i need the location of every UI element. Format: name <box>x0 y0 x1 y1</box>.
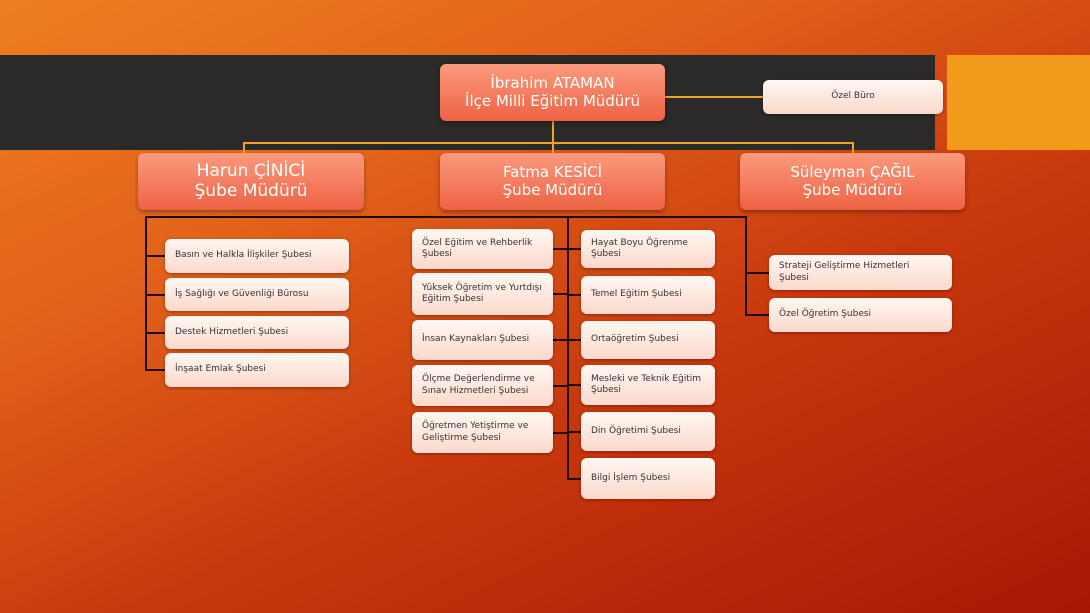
connector <box>145 216 147 371</box>
connector <box>568 384 581 386</box>
manager-title: Şube Müdürü <box>802 180 903 199</box>
connector <box>146 294 165 296</box>
unit-box: İnsan Kaynakları Şubesi <box>412 320 553 360</box>
connector <box>745 216 747 316</box>
connector <box>746 272 769 274</box>
connector <box>746 314 769 316</box>
unit-label: İş Sağlığı ve Güvenliği Bürosu <box>175 288 309 299</box>
unit-label: İnşaat Emlak Şubesi <box>175 364 266 375</box>
unit-box: Destek Hizmetleri Şubesi <box>165 316 349 349</box>
unit-box: Din Öğretimi Şubesi <box>581 412 715 451</box>
manager-box-fatma: Fatma KESİCİ Şube Müdürü <box>440 153 665 210</box>
connector <box>553 385 568 387</box>
unit-box: Strateji Geliştirme Hizmetleri Şubesi <box>769 255 952 290</box>
connector <box>553 432 568 434</box>
unit-box: Mesleki ve Teknik Eğitim Şubesi <box>581 365 715 405</box>
connector <box>243 142 854 144</box>
unit-box: Öğretmen Yetiştirme ve Geliştirme Şubesi <box>412 412 553 453</box>
manager-title: Şube Müdürü <box>194 180 308 201</box>
connector <box>568 294 581 296</box>
connector <box>665 96 763 98</box>
manager-name: Süleyman ÇAĞIL <box>790 163 915 182</box>
connector <box>145 216 747 218</box>
unit-label: Hayat Boyu Öğrenme Şubesi <box>591 237 688 259</box>
unit-label: Yüksek Öğretim ve Yurtdışı Eğitim Şubesi <box>422 282 542 304</box>
connector <box>553 248 568 250</box>
connector <box>243 142 245 154</box>
connector <box>146 332 165 334</box>
manager-box-suleyman: Süleyman ÇAĞIL Şube Müdürü <box>740 153 965 210</box>
unit-box: Ortaöğretim Şubesi <box>581 321 715 359</box>
manager-name: Harun ÇİNİCİ <box>196 160 306 181</box>
unit-box: Hayat Boyu Öğrenme Şubesi <box>581 230 715 268</box>
unit-box: Basın ve Halkla İlişkiler Şubesi <box>165 239 349 273</box>
director-title: İlçe Milli Eğitim Müdürü <box>465 91 640 110</box>
ozel-buro-box: Özel Büro <box>763 80 943 114</box>
connector <box>567 216 569 480</box>
unit-label: Öğretmen Yetiştirme ve Geliştirme Şubesi <box>422 421 529 443</box>
unit-box: Bilgi İşlem Şubesi <box>581 458 715 499</box>
connector <box>568 248 581 250</box>
unit-label: Mesleki ve Teknik Eğitim Şubesi <box>591 373 702 395</box>
unit-box: İş Sağlığı ve Güvenliği Bürosu <box>165 278 349 311</box>
connector <box>146 369 165 371</box>
connector <box>553 293 568 295</box>
manager-title: Şube Müdürü <box>502 180 603 199</box>
manager-box-harun: Harun ÇİNİCİ Şube Müdürü <box>138 153 364 210</box>
connector <box>568 339 581 341</box>
director-name: İbrahim ATAMAN <box>490 74 615 93</box>
unit-label: Din Öğretimi Şubesi <box>591 425 681 436</box>
unit-box: Yüksek Öğretim ve Yurtdışı Eğitim Şubesi <box>412 273 553 315</box>
director-box: İbrahim ATAMAN İlçe Milli Eğitim Müdürü <box>440 64 665 121</box>
connector <box>552 142 554 154</box>
connector <box>146 255 165 257</box>
manager-name: Fatma KESİCİ <box>502 163 603 182</box>
orange-accent-block <box>947 55 1090 150</box>
unit-box: Özel Eğitim ve Rehberlik Şubesi <box>412 229 553 269</box>
connector <box>553 339 568 341</box>
unit-label: Bilgi İşlem Şubesi <box>591 472 671 483</box>
unit-box: Temel Eğitim Şubesi <box>581 276 715 314</box>
connector <box>852 142 854 154</box>
connector <box>568 478 581 480</box>
unit-box: Özel Öğretim Şubesi <box>769 298 952 332</box>
unit-label: İnsan Kaynakları Şubesi <box>422 334 530 345</box>
unit-box: İnşaat Emlak Şubesi <box>165 353 349 387</box>
unit-box: Ölçme Değerlendirme ve Sınav Hizmetleri … <box>412 365 553 406</box>
connector <box>568 431 581 433</box>
unit-label: Strateji Geliştirme Hizmetleri Şubesi <box>779 261 910 283</box>
unit-label: Basın ve Halkla İlişkiler Şubesi <box>175 250 312 261</box>
unit-label: Ölçme Değerlendirme ve Sınav Hizmetleri … <box>422 374 535 396</box>
ozel-buro-label: Özel Büro <box>831 91 875 102</box>
unit-label: Temel Eğitim Şubesi <box>591 289 682 300</box>
unit-label: Özel Öğretim Şubesi <box>779 309 872 320</box>
unit-label: Özel Eğitim ve Rehberlik Şubesi <box>422 237 533 259</box>
unit-label: Ortaöğretim Şubesi <box>591 334 679 345</box>
unit-label: Destek Hizmetleri Şubesi <box>175 326 289 337</box>
connector <box>552 121 554 143</box>
